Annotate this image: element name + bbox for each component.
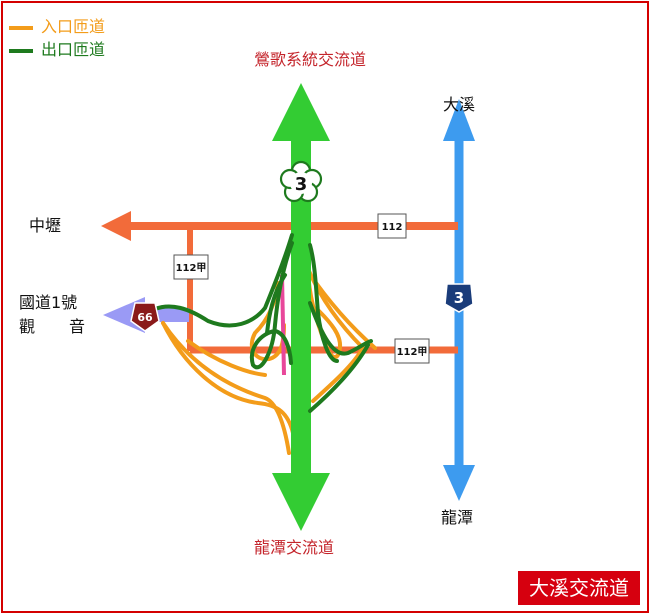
legend-exit-swatch bbox=[9, 48, 33, 53]
exit-ramp-to-66 bbox=[153, 233, 294, 328]
interchange-map: 3 3 66 112 112甲 112甲 bbox=[101, 83, 475, 531]
route-112a-sign-right: 112甲 bbox=[394, 338, 430, 364]
entrance-ramp-east-loop bbox=[306, 269, 343, 359]
entrance-ramp-east-outer bbox=[307, 269, 366, 403]
exit-ramp-inner-loop bbox=[249, 241, 294, 370]
diagram-title: 大溪交流道 bbox=[518, 571, 640, 605]
expressway-66-shield-number: 66 bbox=[137, 311, 153, 324]
route-112a-sign-right-text: 112甲 bbox=[397, 346, 428, 358]
exit-ramp-east-mid bbox=[308, 301, 373, 356]
label-south: 龍潭交流道 bbox=[254, 538, 335, 557]
provincial-road-arrow-north bbox=[443, 99, 475, 141]
label-west-lower-2b: 音 bbox=[69, 317, 86, 336]
freeway-3 bbox=[272, 83, 330, 531]
entrance-ramp-west-mid bbox=[186, 339, 267, 377]
exit-ramp-east-inner bbox=[308, 243, 339, 363]
legend-exit-label: 出口匝道 bbox=[41, 40, 106, 59]
label-east-north: 大溪 bbox=[443, 95, 476, 114]
exit-ramps bbox=[153, 233, 373, 413]
freeway-3-shield: 3 bbox=[279, 160, 323, 203]
legend-entrance-label: 入口匝道 bbox=[41, 17, 106, 36]
route-112a-sign-left: 112甲 bbox=[173, 254, 209, 280]
entrance-ramp-66-loop bbox=[161, 321, 295, 435]
freeway-arrow-north bbox=[272, 83, 330, 141]
provincial-3-shield: 3 bbox=[444, 283, 474, 313]
legend-exit: 出口匝道 bbox=[9, 40, 105, 60]
route-112a-sign-left-text: 112甲 bbox=[176, 262, 207, 274]
provincial-3-shield-number: 3 bbox=[454, 289, 464, 307]
exit-ramp-east-lower bbox=[308, 343, 370, 413]
provincial-road-arrow-south bbox=[443, 465, 475, 501]
connector-ramp bbox=[280, 274, 286, 376]
route-112-sign: 112 bbox=[377, 213, 407, 239]
exit-ramp-inner bbox=[265, 273, 287, 335]
legend-entrance: 入口匝道 bbox=[9, 17, 105, 37]
freeway-arrow-south bbox=[272, 473, 330, 531]
label-east-south: 龍潭 bbox=[441, 508, 474, 527]
expressway-66-shield: 66 bbox=[130, 302, 160, 332]
label-west: 中壢 bbox=[29, 216, 62, 235]
legend-entrance-swatch bbox=[9, 25, 33, 30]
route-112-sign-text: 112 bbox=[382, 222, 403, 233]
road-112-arrow-west bbox=[101, 211, 131, 241]
label-west-lower-2a: 觀 bbox=[19, 317, 36, 336]
label-west-lower-1: 國道1號 bbox=[19, 293, 78, 312]
label-north: 鶯歌系統交流道 bbox=[254, 50, 367, 69]
entrance-ramp-west-lower bbox=[161, 321, 291, 455]
freeway-3-shield-number: 3 bbox=[295, 174, 308, 195]
